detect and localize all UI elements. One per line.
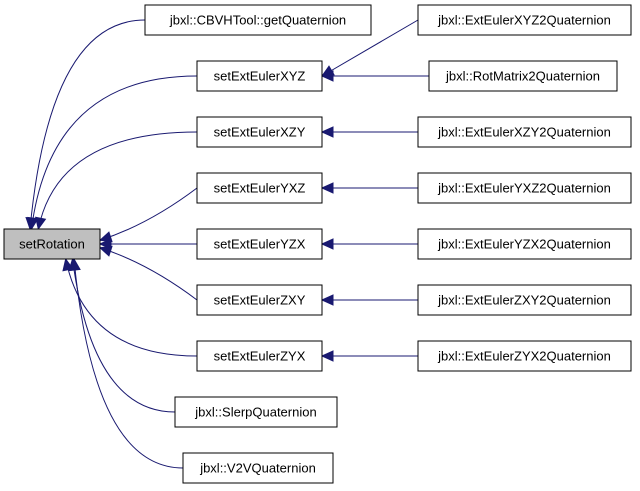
node-box xyxy=(417,116,632,148)
node-label: jbxl::RotMatrix2Quaternion xyxy=(445,69,600,84)
arrowhead xyxy=(27,216,39,231)
node-label: setExtEulerXYZ xyxy=(214,69,306,84)
nodes-layer: setRotation jbxl::CBVHTool::getQuaternion… xyxy=(3,4,632,484)
node-label: setExtEulerZYX xyxy=(214,349,306,364)
edge-line xyxy=(37,131,198,230)
edge-line xyxy=(321,19,419,77)
node-e_xzy[interactable]: jbxl::ExtEulerXZY2Quaternion xyxy=(417,116,632,148)
node-box xyxy=(417,172,632,204)
node-box xyxy=(428,60,618,92)
edge-e_xzy-to-xzy xyxy=(320,126,418,138)
node-e_zyx[interactable]: jbxl::ExtEulerZYX2Quaternion xyxy=(417,340,632,372)
arrowhead xyxy=(320,238,334,250)
node-box xyxy=(196,340,323,372)
arrowhead xyxy=(320,126,334,138)
edges-layer xyxy=(25,19,430,469)
node-box xyxy=(417,284,632,316)
node-box xyxy=(417,228,632,260)
node-box xyxy=(3,228,101,260)
node-box xyxy=(196,284,323,316)
node-e_yxz[interactable]: jbxl::ExtEulerYXZ2Quaternion xyxy=(417,172,632,204)
edge-line xyxy=(65,258,198,357)
edge-cbvh-to-root xyxy=(25,19,146,231)
arrowhead xyxy=(320,182,334,194)
node-yxz[interactable]: setExtEulerYXZ xyxy=(196,172,323,204)
node-label: setExtEulerYXZ xyxy=(214,181,306,196)
node-box xyxy=(144,4,372,36)
node-e_xyz[interactable]: jbxl::ExtEulerXYZ2Quaternion xyxy=(417,4,632,36)
node-box xyxy=(182,452,334,484)
node-label: setExtEulerYZX xyxy=(214,237,306,252)
edge-line xyxy=(73,258,184,469)
arrowhead xyxy=(320,294,334,306)
edge-line xyxy=(30,75,198,230)
node-label: jbxl::ExtEulerXYZ2Quaternion xyxy=(437,13,611,28)
edge-line xyxy=(99,247,198,301)
arrowhead xyxy=(69,257,81,271)
arrowhead xyxy=(34,216,47,231)
node-v2v[interactable]: jbxl::V2VQuaternion xyxy=(182,452,334,484)
edge-yzx-to-root xyxy=(98,238,197,250)
edge-rot-to-xyz xyxy=(320,70,430,82)
arrowhead xyxy=(320,70,334,82)
node-slerp[interactable]: jbxl::SlerpQuaternion xyxy=(174,396,338,428)
edge-e_zxy-to-zxy xyxy=(320,294,419,306)
node-label: jbxl::ExtEulerZXY2Quaternion xyxy=(437,293,611,308)
node-label: jbxl::ExtEulerYZX2Quaternion xyxy=(437,237,611,252)
node-label: jbxl::ExtEulerZYX2Quaternion xyxy=(437,349,611,364)
node-label: setExtEulerZXY xyxy=(214,293,306,308)
edge-zyx-to-root xyxy=(62,257,198,357)
node-box xyxy=(417,340,632,372)
edge-zxy-to-root xyxy=(98,245,198,301)
node-cbvh[interactable]: jbxl::CBVHTool::getQuaternion xyxy=(144,4,372,36)
arrowhead xyxy=(320,350,334,362)
node-root-setrotation[interactable]: setRotation xyxy=(3,228,101,260)
node-zxy[interactable]: setExtEulerZXY xyxy=(196,284,323,316)
node-label: jbxl::ExtEulerYXZ2Quaternion xyxy=(437,181,611,196)
edge-line xyxy=(29,19,146,230)
edge-v2v-to-root xyxy=(69,257,184,469)
node-label: jbxl::CBVHTool::getQuaternion xyxy=(169,13,346,28)
edge-xzy-to-root xyxy=(34,131,198,231)
edge-line xyxy=(99,187,198,241)
node-box xyxy=(196,172,323,204)
node-box xyxy=(196,60,323,92)
node-e_zxy[interactable]: jbxl::ExtEulerZXY2Quaternion xyxy=(417,284,632,316)
node-label: setExtEulerXZY xyxy=(214,125,306,140)
edge-e_yzx-to-yzx xyxy=(320,238,418,250)
node-box xyxy=(196,228,323,260)
edge-e_yxz-to-yxz xyxy=(320,182,418,194)
node-label: setRotation xyxy=(19,237,85,252)
node-label: jbxl::V2VQuaternion xyxy=(199,461,316,476)
node-box xyxy=(417,4,632,36)
node-label: jbxl::ExtEulerXZY2Quaternion xyxy=(437,125,611,140)
arrowhead xyxy=(98,245,113,257)
edge-e_zyx-to-zyx xyxy=(320,350,418,362)
edge-line xyxy=(72,258,176,413)
node-box xyxy=(174,396,338,428)
node-e_yzx[interactable]: jbxl::ExtEulerYZX2Quaternion xyxy=(417,228,632,260)
edge-xyz-to-root xyxy=(27,75,198,231)
node-zyx[interactable]: setExtEulerZYX xyxy=(196,340,323,372)
node-box xyxy=(196,116,323,148)
node-yzx[interactable]: setExtEulerYZX xyxy=(196,228,323,260)
node-label: jbxl::SlerpQuaternion xyxy=(194,405,316,420)
node-rot[interactable]: jbxl::RotMatrix2Quaternion xyxy=(428,60,618,92)
node-xzy[interactable]: setExtEulerXZY xyxy=(196,116,323,148)
node-xyz[interactable]: setExtEulerXYZ xyxy=(196,60,323,92)
edge-yxz-to-root xyxy=(98,187,198,243)
